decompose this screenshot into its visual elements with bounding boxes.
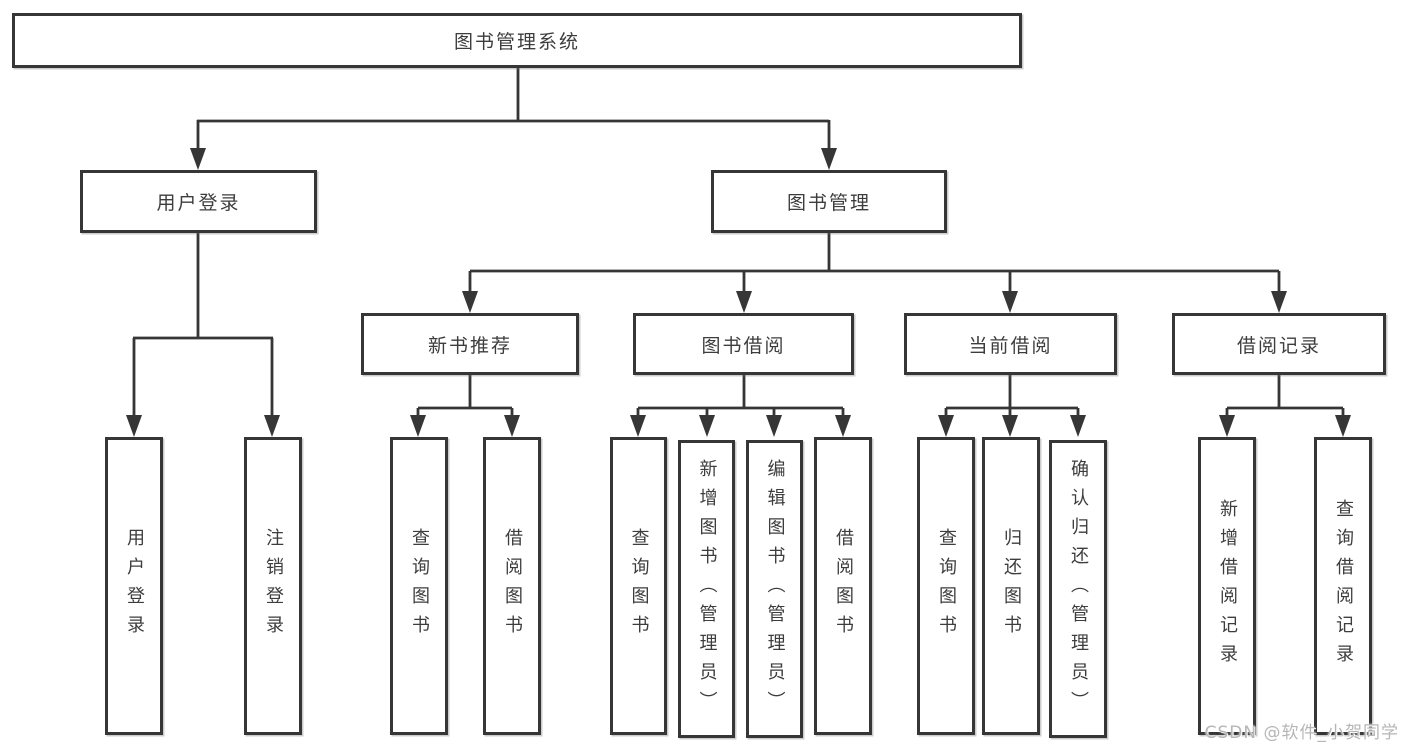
- leaf-query-borrow-record: 查询借阅记录: [1314, 437, 1372, 735]
- leaf-add-books-admin-label: 新增图书（管理员）: [696, 458, 718, 720]
- node-current-borrowing-label: 当前借阅: [968, 334, 1053, 357]
- leaf-logout: 注销登录: [244, 437, 302, 735]
- leaf-query-borrow-record-label: 查询借阅记录: [1333, 499, 1354, 673]
- node-book-borrowing-label: 图书借阅: [701, 334, 786, 357]
- leaf-return-books-label: 归还图书: [1001, 528, 1022, 644]
- csdn-watermark: CSDN @软件_小贺同学: [1204, 723, 1399, 743]
- leaf-confirm-return-admin-label: 确认归还（管理员）: [1068, 458, 1089, 720]
- node-root-system-label: 图书管理系统: [453, 31, 580, 53]
- leaf-borrowing-borrow-books-label: 借阅图书: [833, 528, 854, 644]
- node-book-borrowing: 图书借阅: [633, 313, 854, 375]
- leaf-add-borrow-record-label: 新增借阅记录: [1217, 499, 1238, 673]
- node-borrowing-records: 借阅记录: [1172, 313, 1386, 375]
- node-current-borrowing: 当前借阅: [904, 313, 1117, 375]
- leaf-user-login: 用户登录: [105, 437, 163, 735]
- leaf-recommend-query-books-label: 查询图书: [409, 528, 430, 644]
- leaf-return-books: 归还图书: [982, 437, 1040, 735]
- leaf-recommend-borrow-books-label: 借阅图书: [502, 528, 523, 644]
- node-borrowing-records-label: 借阅记录: [1236, 334, 1321, 357]
- leaf-confirm-return-admin: 确认归还（管理员）: [1049, 440, 1107, 738]
- node-user-login: 用户登录: [80, 170, 317, 233]
- leaf-logout-label: 注销登录: [263, 528, 284, 644]
- leaf-edit-books-admin-label: 编辑图书（管理员）: [764, 458, 786, 720]
- node-user-login-label: 用户登录: [156, 192, 241, 214]
- leaf-user-login-label: 用户登录: [124, 528, 145, 644]
- leaf-edit-books-admin: 编辑图书（管理员）: [746, 440, 803, 738]
- leaf-current-query-books-label: 查询图书: [936, 528, 957, 644]
- node-book-management-label: 图书管理: [786, 192, 871, 214]
- leaf-add-books-admin: 新增图书（管理员）: [678, 440, 735, 738]
- node-new-book-recommend: 新书推荐: [361, 313, 579, 375]
- node-root-system: 图书管理系统: [12, 13, 1022, 68]
- leaf-current-query-books: 查询图书: [917, 437, 975, 735]
- leaf-recommend-borrow-books: 借阅图书: [483, 437, 541, 735]
- node-new-book-recommend-label: 新书推荐: [427, 334, 512, 357]
- leaf-add-borrow-record: 新增借阅记录: [1198, 437, 1256, 735]
- leaf-borrowing-query-books: 查询图书: [610, 437, 667, 735]
- leaf-borrowing-query-books-label: 查询图书: [628, 528, 650, 644]
- node-book-management: 图书管理: [711, 170, 947, 233]
- leaf-recommend-query-books: 查询图书: [390, 437, 448, 735]
- leaf-borrowing-borrow-books: 借阅图书: [814, 437, 872, 735]
- arrowheads: [126, 148, 1351, 437]
